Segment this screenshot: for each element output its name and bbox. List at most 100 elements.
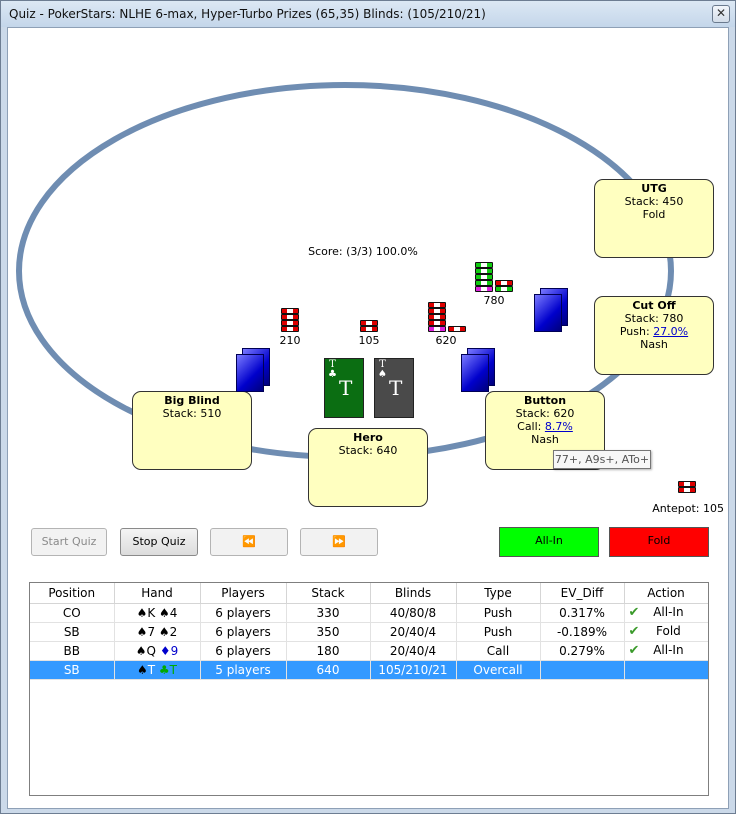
seat-name: Button — [523, 394, 567, 407]
col-header-players[interactable]: Players — [200, 583, 287, 604]
range-tooltip: 77+, A9s+, ATo+ — [553, 450, 651, 469]
cell-blinds: 40/80/8 — [370, 603, 457, 623]
cell-players: 6 players — [200, 641, 287, 661]
push-label: Push: — [619, 325, 650, 338]
card-rank: T — [379, 359, 386, 370]
card-center: T — [389, 376, 403, 400]
card-back — [461, 354, 489, 392]
checkmark-icon: ✔ — [628, 605, 640, 620]
cell-type: Overcall — [456, 660, 541, 680]
cell-players: 5 players — [200, 660, 287, 680]
card-rank: 2 — [169, 624, 178, 639]
chip-stack-bb — [281, 308, 299, 332]
card-rank: T — [147, 662, 156, 677]
hero-card-2: T♠ T — [374, 358, 414, 418]
table-row[interactable]: CO ♠K ♠4 6 players 330 40/80/8 Push 0.31… — [30, 603, 708, 623]
cell-type: Call — [456, 641, 541, 661]
start-quiz-button[interactable]: Start Quiz — [31, 528, 107, 556]
table-row[interactable]: SB ♠7 ♠2 6 players 350 20/40/4 Push -0.1… — [30, 622, 708, 642]
cell-blinds: 105/210/21 — [370, 660, 457, 680]
col-header-blinds[interactable]: Blinds — [370, 583, 457, 604]
cell-position: CO — [30, 603, 115, 623]
cell-action: ✔ Fold — [624, 622, 708, 642]
cell-ev-diff: -0.189% — [540, 622, 625, 642]
call-range-link[interactable]: 8.7% — [544, 420, 573, 433]
bet-amount-cutoff: 780 — [483, 294, 505, 307]
cell-blinds: 20/40/4 — [370, 641, 457, 661]
seat-bigblind: Big Blind Stack: 510 — [132, 391, 252, 470]
antepot-label: Antepot: 105 — [652, 502, 724, 515]
col-header-hand[interactable]: Hand — [114, 583, 201, 604]
allin-button[interactable]: All-In — [499, 527, 599, 557]
results-table: Position Hand Players Stack Blinds Type … — [30, 583, 708, 680]
next-button[interactable]: ⏩ — [300, 528, 378, 556]
cell-type: Push — [456, 603, 541, 623]
bet-amount-bb: 210 — [279, 334, 301, 347]
cell-action: ✔ All-In — [624, 641, 708, 661]
checkmark-icon: ✔ — [628, 624, 640, 639]
suit-spade: ♠ — [135, 643, 147, 658]
checkmark-icon: ✔ — [628, 643, 640, 658]
card-rank: T — [329, 359, 336, 370]
previous-button[interactable]: ⏪ — [210, 528, 288, 556]
card-suit: ♣ — [328, 369, 337, 380]
close-button[interactable]: ✕ — [712, 5, 730, 23]
table-row[interactable]: BB ♠Q ♦9 6 players 180 20/40/4 Call 0.27… — [30, 641, 708, 661]
col-header-type[interactable]: Type — [456, 583, 541, 604]
seat-name: UTG — [641, 182, 667, 195]
cell-hand: ♠7 ♠2 — [114, 622, 201, 642]
cell-players: 6 players — [200, 603, 287, 623]
client-area: Score: (3/3) 100.0% UTG Stack: 450 Fold … — [7, 27, 729, 809]
results-grid: Position Hand Players Stack Blinds Type … — [29, 582, 709, 796]
cell-action — [624, 660, 708, 680]
table-header-row: Position Hand Players Stack Blinds Type … — [30, 583, 708, 604]
action-text: All-In — [653, 643, 684, 657]
title-bar: Quiz - PokerStars: NLHE 6-max, Hyper-Tur… — [1, 1, 735, 27]
push-range-link[interactable]: 27.0% — [653, 325, 689, 338]
col-header-position[interactable]: Position — [30, 583, 115, 604]
cell-type: Push — [456, 622, 541, 642]
seat-cutoff: Cut Off Stack: 780 Push: 27.0% Nash — [594, 296, 714, 375]
card-suit: ♠ — [378, 369, 387, 380]
cell-ev-diff: 0.317% — [540, 603, 625, 623]
seat-method: Nash — [640, 338, 668, 351]
suit-club: ♣ — [158, 662, 170, 677]
chip-stack-button — [428, 302, 446, 332]
cell-hand: ♠K ♠4 — [114, 603, 201, 623]
window-title: Quiz - PokerStars: NLHE 6-max, Hyper-Tur… — [9, 7, 486, 21]
action-text: All-In — [653, 605, 684, 619]
fold-button[interactable]: Fold — [609, 527, 709, 557]
seat-stack: Stack: 780 — [624, 312, 684, 325]
col-header-stack[interactable]: Stack — [286, 583, 371, 604]
seat-name: Hero — [353, 431, 383, 444]
cell-players: 6 players — [200, 622, 287, 642]
stop-quiz-button[interactable]: Stop Quiz — [120, 528, 198, 556]
seat-stack: Stack: 450 — [624, 195, 684, 208]
cell-stack: 640 — [286, 660, 371, 680]
suit-spade: ♠ — [136, 662, 148, 677]
chip-stack-button-side — [448, 326, 466, 332]
action-text: Fold — [656, 624, 681, 638]
cell-blinds: 20/40/4 — [370, 622, 457, 642]
card-back — [236, 354, 264, 392]
suit-spade: ♠ — [136, 605, 148, 620]
card-rank: 4 — [169, 605, 178, 620]
seat-method: Nash — [531, 433, 559, 446]
chip-stack-cutoff — [475, 262, 493, 292]
col-header-action[interactable]: Action — [624, 583, 708, 604]
hero-card-1: T♣ T — [324, 358, 364, 418]
seat-stack: Stack: 510 — [162, 407, 222, 420]
cell-position: SB — [30, 660, 115, 680]
card-rank: T — [169, 662, 178, 677]
cell-hand: ♠T ♣T — [114, 660, 201, 680]
cell-stack: 180 — [286, 641, 371, 661]
chip-stack-sb — [360, 320, 378, 332]
card-rank: 9 — [170, 643, 179, 658]
col-header-ev-diff[interactable]: EV_Diff — [540, 583, 625, 604]
cell-action: ✔ All-In — [624, 603, 708, 623]
suit-diamond: ♦ — [159, 643, 171, 658]
suit-spade: ♠ — [159, 605, 170, 620]
table-row-selected[interactable]: SB ♠T ♣T 5 players 640 105/210/21 Overca… — [30, 660, 708, 680]
bet-amount-sb: 105 — [358, 334, 380, 347]
